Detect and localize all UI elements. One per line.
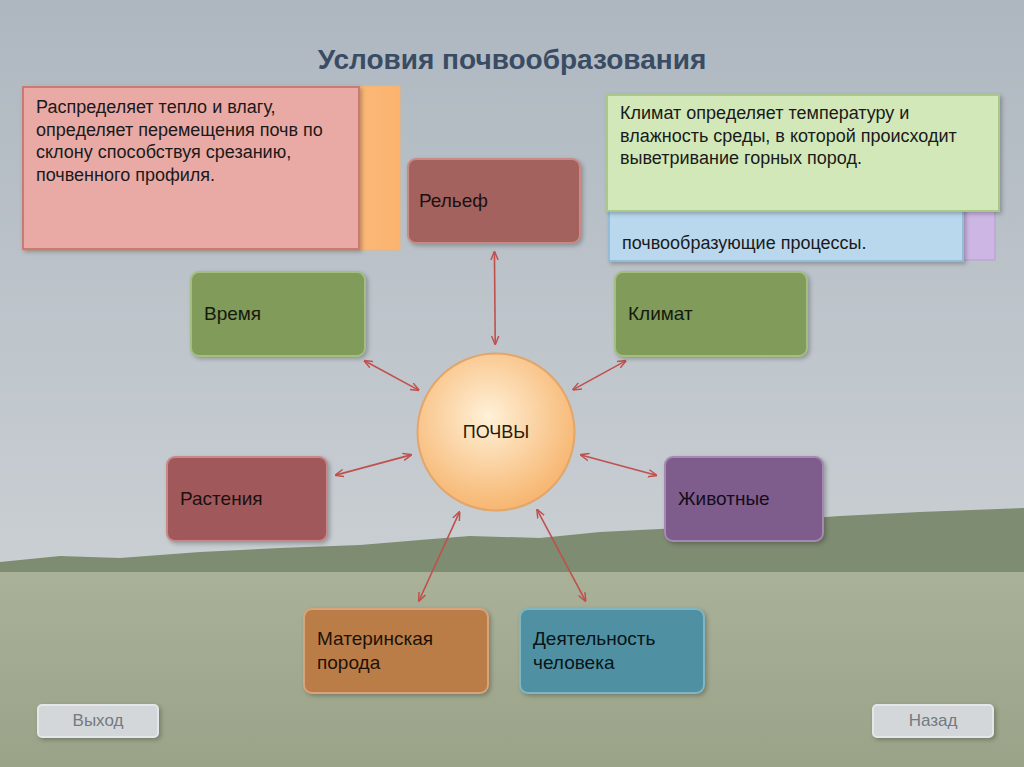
node-text: Деятельность человека [533,627,691,675]
nav-button: Назад [872,704,994,738]
double-arrow [364,361,418,390]
callout-box: Распределяет тепло и влагу, определяет п… [22,86,360,250]
double-arrow [537,510,585,601]
nav-button: Выход [37,704,159,738]
node-text: Распределяет тепло и влагу, определяет п… [36,96,346,186]
node-text: Растения [180,487,263,511]
double-arrow [336,455,411,475]
node-text: Материнская порода [317,627,475,675]
node-text: Назад [909,710,958,731]
factor-box: Рельеф [407,158,581,244]
double-arrow [573,361,625,390]
factor-box: Животные [664,456,824,542]
factor-box: Растения [166,456,328,542]
node-text: ПОЧВЫ [463,421,529,444]
node-text: Выход [73,710,124,731]
double-arrow [419,512,459,601]
node-text: Рельеф [419,189,488,213]
diagram-title: Условия почвообразования [0,44,1024,76]
node-text: Климат [628,302,693,326]
factor-box: Время [190,271,366,357]
factor-box: Материнская порода [303,608,489,694]
factor-box: Климат [614,271,808,357]
node-text: Климат определяет температуру и влажност… [620,102,986,170]
callout-box: Климат определяет температуру и влажност… [606,94,1000,212]
double-arrow [494,252,496,344]
node-text: Животные [678,487,770,511]
soil-circle: ПОЧВЫ [416,352,576,512]
double-arrow [581,455,656,475]
node-text: почвообразующие процессы. [622,232,867,255]
factor-box: Деятельность человека [519,608,705,694]
node-text: Время [204,302,261,326]
